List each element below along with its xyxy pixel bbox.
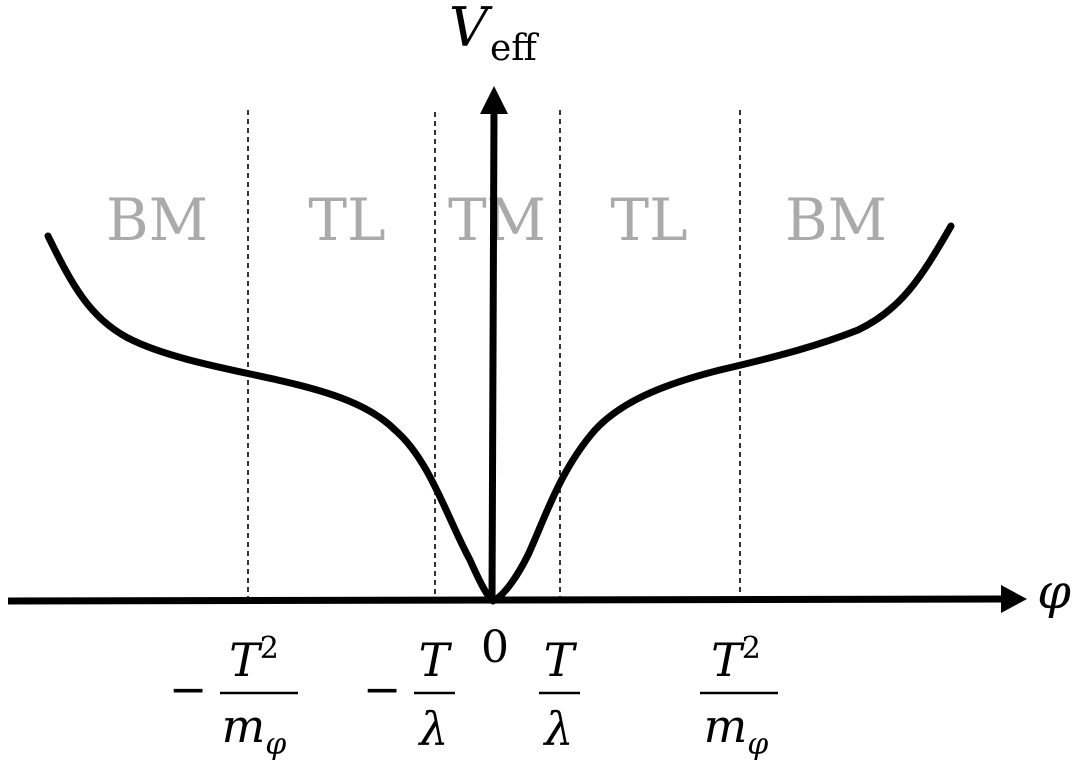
y-axis-label-main: V — [449, 0, 493, 59]
tick-neg-inner-denominator: λ — [417, 702, 448, 756]
region-label-bm-right: BM — [785, 186, 887, 254]
y-axis — [488, 109, 498, 603]
y-axis-label-subscript: eff — [490, 28, 539, 69]
tick-neg-outer-numerator: T2 — [229, 631, 279, 687]
tick-neg-outer-denominator: mφ — [222, 699, 287, 762]
tick-neg-inner-numerator: T — [419, 633, 453, 687]
tick-pos-outer-den-base: m — [704, 699, 748, 753]
x-axis-label: φ — [1037, 564, 1071, 620]
tick-neg-outer-den-subscript: φ — [265, 727, 286, 762]
tick-pos-outer-denominator: mφ — [704, 699, 769, 762]
potential-curve — [44, 222, 955, 605]
tick-neg-outer-num-base: T — [229, 633, 263, 687]
tick-neg-outer-num-exponent: 2 — [260, 631, 279, 666]
x-axis — [7, 595, 1005, 605]
tick-neg-inner-sign: − — [363, 662, 402, 716]
y-axis-label: Veff — [449, 0, 539, 69]
region-label-tl-right: TL — [610, 186, 687, 254]
tick-pos-outer-num-exponent: 2 — [742, 631, 761, 666]
tick-pos-outer-num-base: T — [711, 633, 745, 687]
origin-label: 0 — [481, 622, 509, 673]
region-label-bm-left: BM — [106, 186, 208, 254]
tick-pos-outer-den-subscript: φ — [747, 727, 768, 762]
tick-neg-outer-sign: − — [169, 662, 208, 716]
tick-neg-outer-den-base: m — [222, 699, 266, 753]
y-axis-arrowhead — [480, 86, 508, 114]
tick-pos-inner-numerator: T — [544, 633, 578, 687]
x-axis-arrowhead — [1001, 585, 1027, 613]
tick-pos-outer-numerator: T2 — [711, 631, 761, 687]
tick-pos-inner-denominator: λ — [542, 702, 573, 756]
region-label-tl-left: TL — [308, 186, 385, 254]
